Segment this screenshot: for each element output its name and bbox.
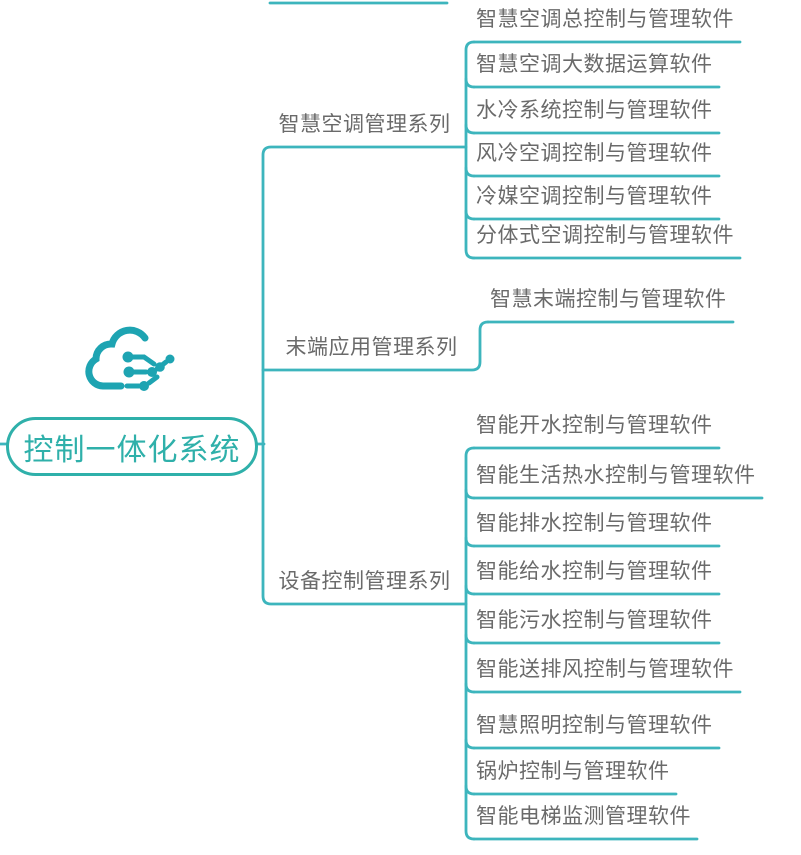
leaf-node[interactable]: 分体式空调控制与管理软件 bbox=[476, 224, 734, 247]
leaf-node[interactable]: 智慧空调大数据运算软件 bbox=[476, 53, 713, 76]
leaf-node[interactable]: 智慧末端控制与管理软件 bbox=[490, 288, 727, 311]
connector bbox=[464, 166, 476, 178]
leaf-node[interactable]: 冷媒空调控制与管理软件 bbox=[476, 185, 713, 208]
branch-node-0[interactable]: 智慧空调管理系列 bbox=[278, 113, 451, 136]
connector bbox=[261, 145, 468, 606]
branch-node-2[interactable]: 设备控制管理系列 bbox=[278, 570, 451, 593]
connector bbox=[464, 584, 476, 596]
connector bbox=[464, 738, 476, 750]
connector bbox=[464, 40, 476, 260]
leaf-node[interactable]: 智能生活热水控制与管理软件 bbox=[476, 464, 756, 487]
leaf-node[interactable]: 智能污水控制与管理软件 bbox=[476, 609, 713, 632]
connector bbox=[464, 446, 476, 841]
connector bbox=[464, 209, 476, 221]
branch-node-1[interactable]: 末端应用管理系列 bbox=[285, 336, 458, 359]
leaf-node[interactable]: 智能排水控制与管理软件 bbox=[476, 512, 713, 535]
connector bbox=[464, 123, 476, 135]
leaf-node[interactable]: 智慧空调总控制与管理软件 bbox=[476, 8, 734, 31]
cloud-circuit-icon bbox=[85, 326, 175, 391]
connector bbox=[464, 77, 476, 89]
connector bbox=[464, 784, 476, 796]
leaf-node[interactable]: 智能送排风控制与管理软件 bbox=[476, 658, 734, 681]
leaf-node[interactable]: 智能开水控制与管理软件 bbox=[476, 414, 713, 437]
connector bbox=[464, 682, 476, 694]
leaf-node[interactable]: 智能给水控制与管理软件 bbox=[476, 560, 713, 583]
leaf-node[interactable]: 风冷空调控制与管理软件 bbox=[476, 142, 713, 165]
root-node[interactable]: 控制一体化系统 bbox=[6, 417, 258, 476]
leaf-node[interactable]: 水冷系统控制与管理软件 bbox=[476, 99, 713, 122]
leaf-node[interactable]: 智慧照明控制与管理软件 bbox=[476, 714, 713, 737]
connector bbox=[464, 633, 476, 645]
root-node-label: 控制一体化系统 bbox=[23, 433, 241, 467]
leaf-node[interactable]: 锅炉控制与管理软件 bbox=[476, 760, 670, 783]
leaf-node[interactable]: 智能电梯监测管理软件 bbox=[476, 805, 691, 828]
connector bbox=[464, 536, 476, 548]
connector bbox=[464, 488, 476, 500]
